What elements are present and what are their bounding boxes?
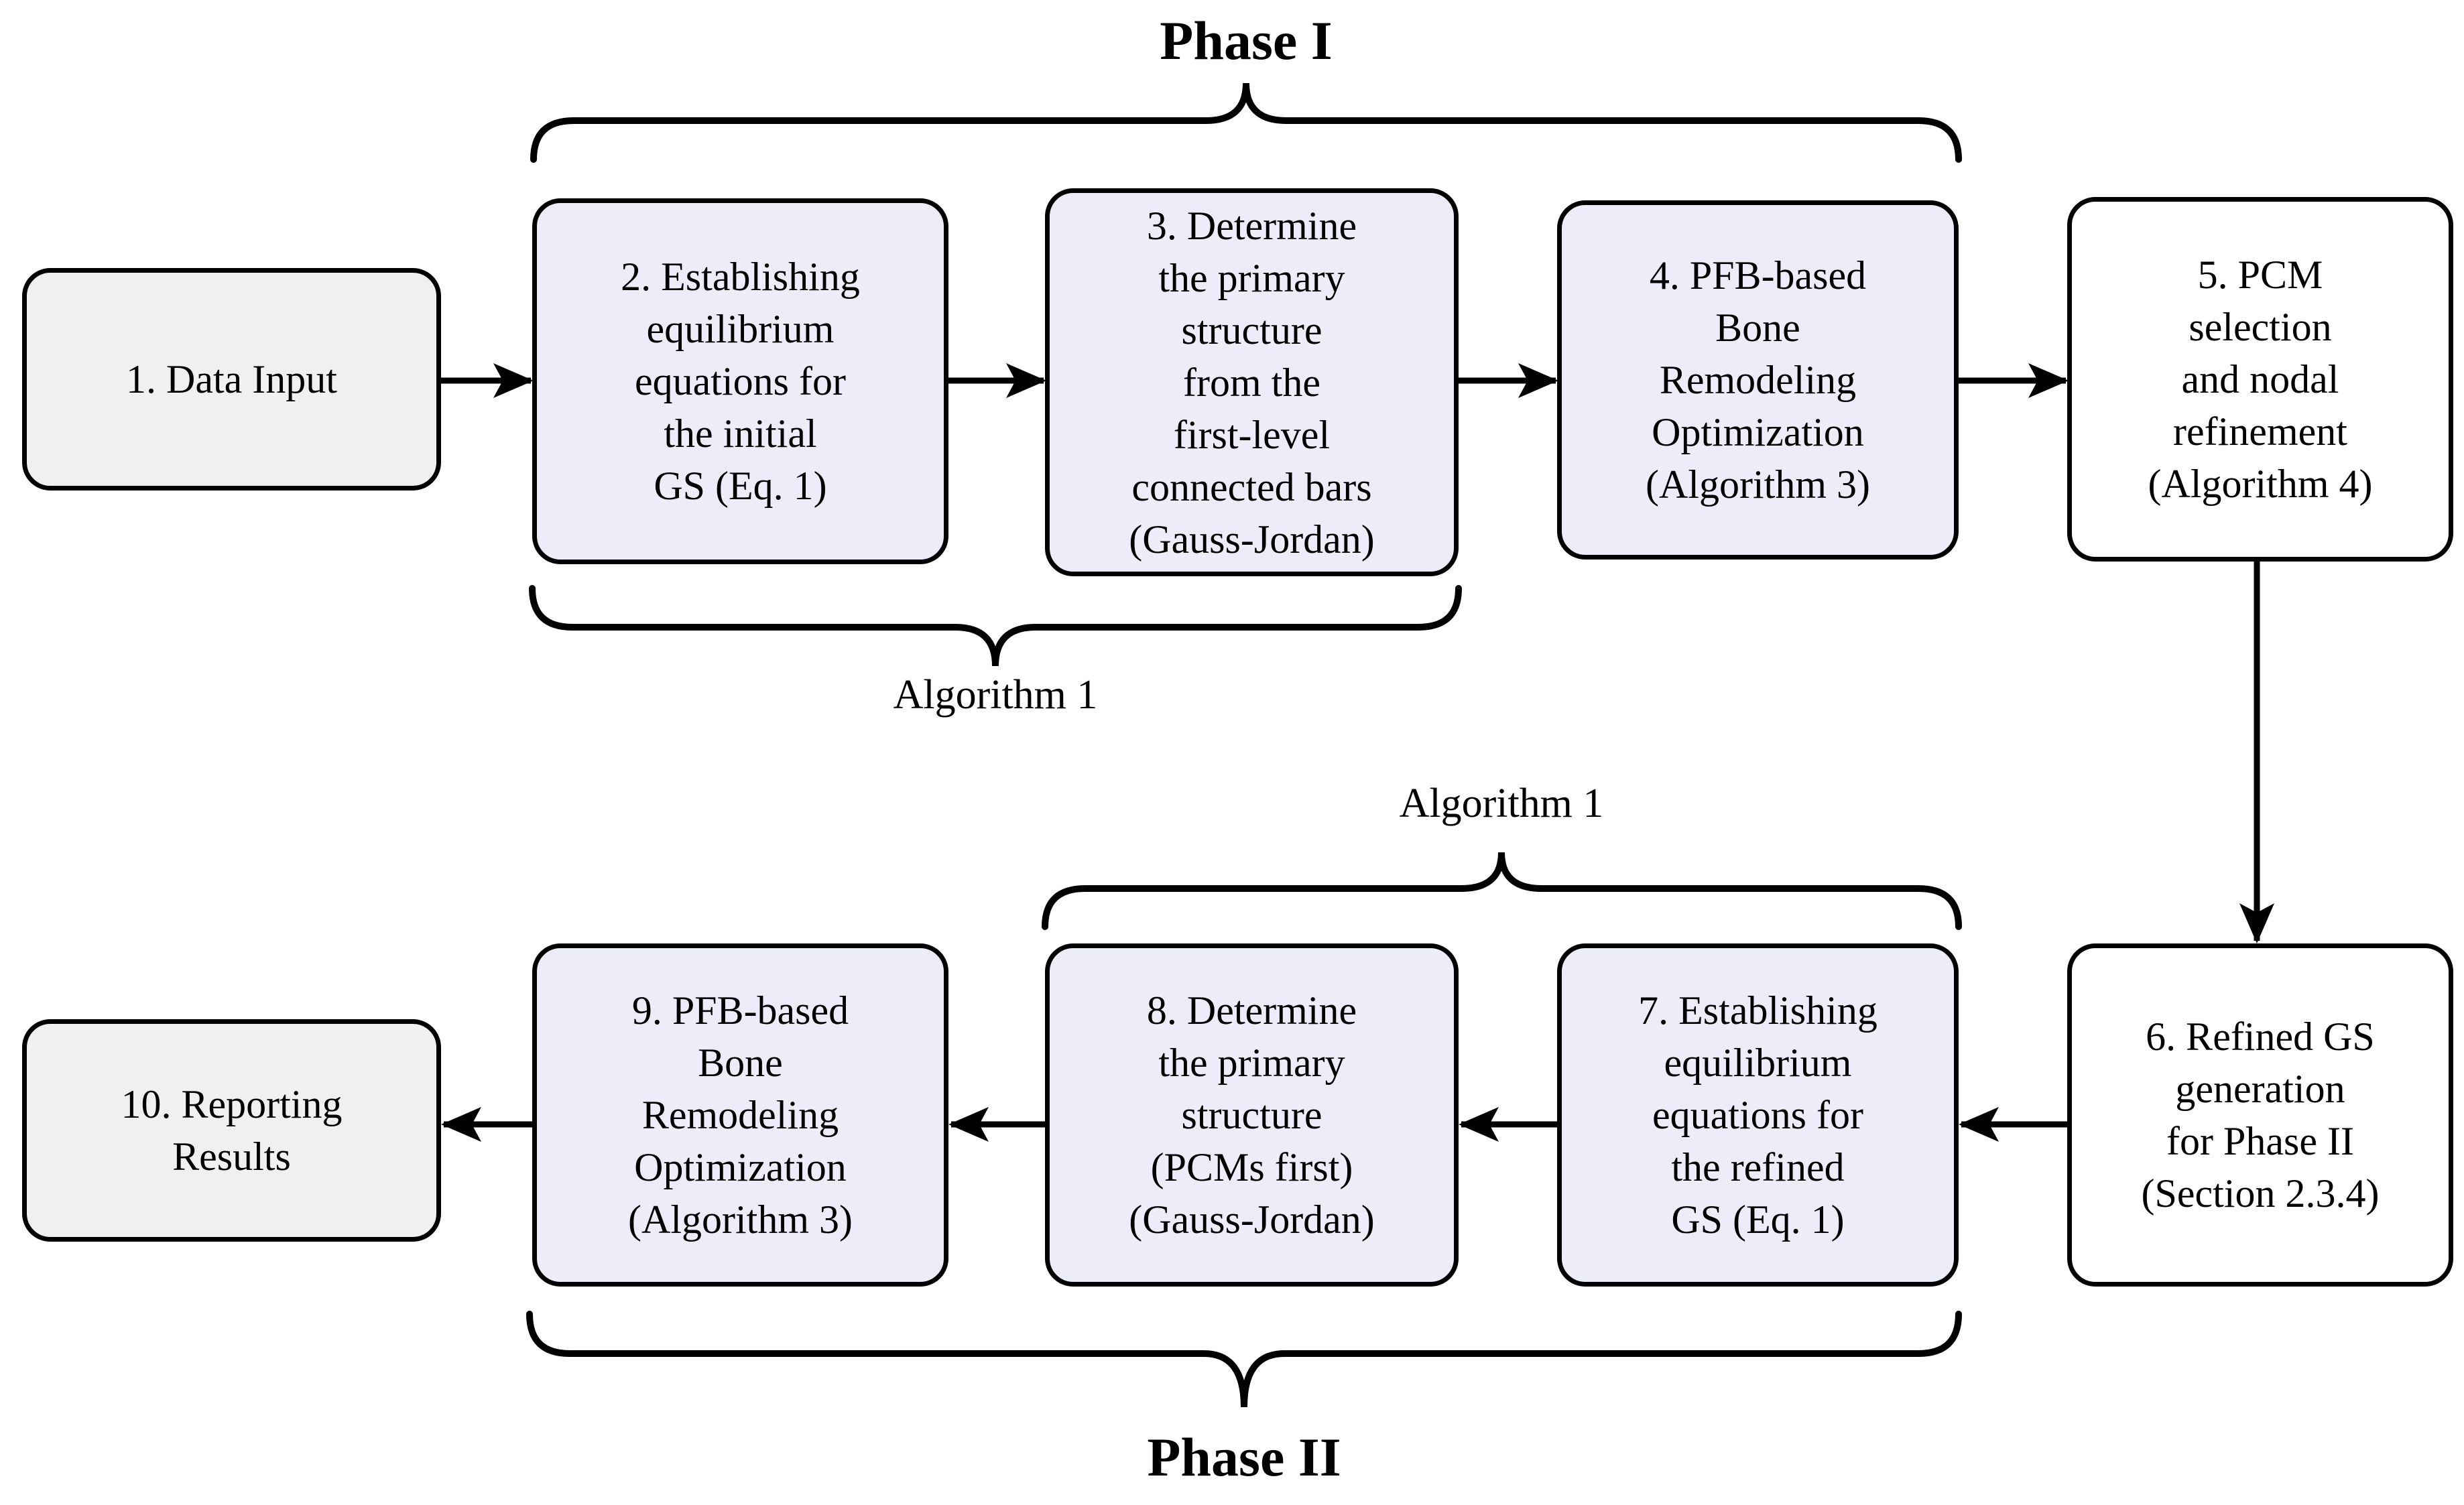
brace-algorithm-1-top [529,585,1462,667]
brace-phase-1 [530,82,1962,163]
flow-box-4-pfb-optimization: 4. PFB-based Bone Remodeling Optimizatio… [1557,200,1959,560]
flow-box-8-primary-structure-pcm: 8. Determine the primary structure (PCMs… [1045,943,1459,1287]
brace-algorithm-1-bottom [1042,852,1962,930]
phase-1-label: Phase I [1160,10,1333,71]
brace-phase-2 [526,1311,1962,1408]
flow-box-7-equilibrium-refined: 7. Establishing equilibrium equations fo… [1557,943,1959,1287]
flow-box-10-reporting-results: 10. Reporting Results [22,1019,441,1242]
flow-box-5-pcm-selection: 5. PCM selection and nodal refinement (A… [2067,197,2453,562]
flow-box-6-refined-gs: 6. Refined GS generation for Phase II (S… [2067,943,2453,1287]
flow-box-3-primary-structure: 3. Determine the primary structure from … [1045,188,1459,576]
flow-box-9-pfb-optimization: 9. PFB-based Bone Remodeling Optimizatio… [532,943,948,1287]
flow-box-2-equilibrium-initial: 2. Establishing equilibrium equations fo… [532,198,948,564]
phase-2-label: Phase II [1147,1427,1341,1488]
algorithm-1-bottom-label: Algorithm 1 [1399,781,1604,826]
flow-box-1-data-input: 1. Data Input [22,268,441,490]
algorithm-1-top-label: Algorithm 1 [893,672,1098,718]
